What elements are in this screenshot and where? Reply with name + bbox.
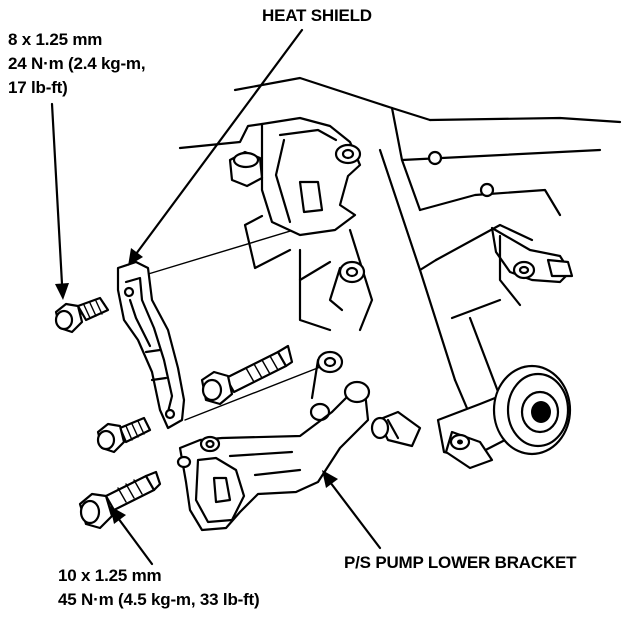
heat-shield-part xyxy=(116,260,186,430)
small-bolt-torque-imperial: 17 lb-ft) xyxy=(8,78,68,97)
large-bolt-size: 10 x 1.25 mm xyxy=(58,566,162,585)
small-bolt-size: 8 x 1.25 mm xyxy=(8,30,103,49)
long-bolt-upper xyxy=(200,344,294,406)
small-bolt-spec: 8 x 1.25 mm 24 N·m (2.4 kg-m, 17 lb-ft) xyxy=(8,28,146,100)
mounting-bosses xyxy=(310,260,366,400)
pump-pulley xyxy=(492,364,572,456)
pump-dowel xyxy=(444,430,494,470)
ps-pump-assembly xyxy=(370,226,574,470)
lower-bracket-part xyxy=(176,380,371,532)
small-bolt-8mm xyxy=(54,296,110,334)
hose-fitting xyxy=(370,410,422,448)
upper-housing-bolt xyxy=(228,150,264,188)
heat-shield-label: HEAT SHIELD xyxy=(262,6,372,25)
heat-shield-bolt xyxy=(96,416,152,454)
large-bolt-10mm xyxy=(78,470,162,530)
leader-arrows xyxy=(50,28,382,566)
small-bolt-torque: 24 N·m (2.4 kg-m, xyxy=(8,54,146,73)
large-bolt-torque: 45 N·m (4.5 kg-m, 33 lb-ft) xyxy=(58,590,260,609)
large-bolt-spec: 10 x 1.25 mm 45 N·m (4.5 kg-m, 33 lb-ft) xyxy=(58,564,260,612)
lower-bracket-label: P/S PUMP LOWER BRACKET xyxy=(344,553,577,572)
upper-mount-housing xyxy=(228,116,362,237)
